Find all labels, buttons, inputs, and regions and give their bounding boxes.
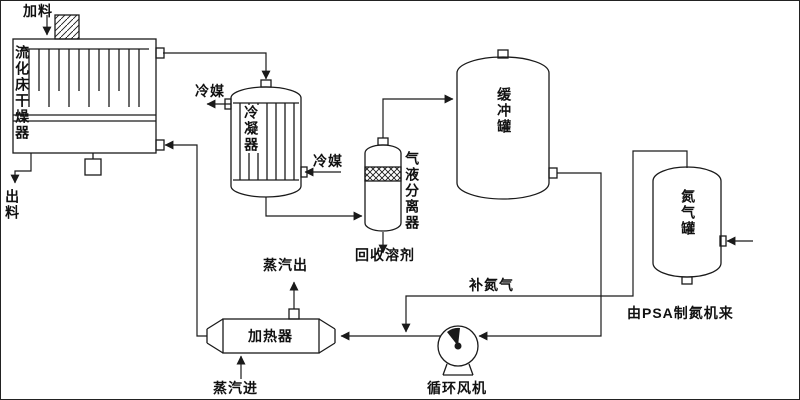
condenser-vessel (224, 79, 308, 198)
condenser-to-separator-line (265, 197, 363, 221)
recovered-solvent-label: 回收溶剂 (355, 247, 415, 263)
coolant-in-label: 冷媒 (313, 153, 343, 169)
fluidized-bed-dryer-vessel (12, 14, 165, 176)
circulation-fan (437, 325, 479, 376)
makeup-nitrogen-line (401, 150, 688, 333)
nitrogen-tank-label: 氮气罐 (680, 189, 697, 237)
buffer-tank-vessel (456, 49, 558, 200)
dryer-label: 流化床干燥器 (14, 45, 31, 141)
psa-source-label: 由PSA制氮机来 (627, 305, 734, 321)
fan-label: 循环风机 (427, 380, 487, 396)
heater-to-dryer-line (164, 140, 207, 337)
feed-label: 加料 (23, 3, 53, 19)
heater-label: 加热器 (248, 328, 293, 344)
separator-label: 气液分离器 (404, 151, 421, 231)
piping-lines (10, 15, 753, 379)
buffer-tank-label: 缓冲罐 (496, 87, 513, 135)
makeup-nitrogen-label: 补氮气 (469, 277, 514, 293)
coolant-out-label: 冷媒 (195, 83, 225, 99)
heater-vessel (206, 308, 336, 354)
steam-in-label: 蒸汽进 (213, 380, 258, 396)
condenser-label: 冷凝器 (242, 105, 261, 153)
dryer-to-condenser-line (163, 52, 271, 80)
discharge-line (10, 153, 32, 184)
buffer-to-fan-line (478, 172, 602, 341)
steam-out-label: 蒸汽出 (263, 257, 308, 273)
gas-liquid-separator-vessel (364, 137, 402, 232)
discharge-label: 出料 (4, 189, 21, 221)
separator-to-buffer-line (382, 94, 454, 138)
